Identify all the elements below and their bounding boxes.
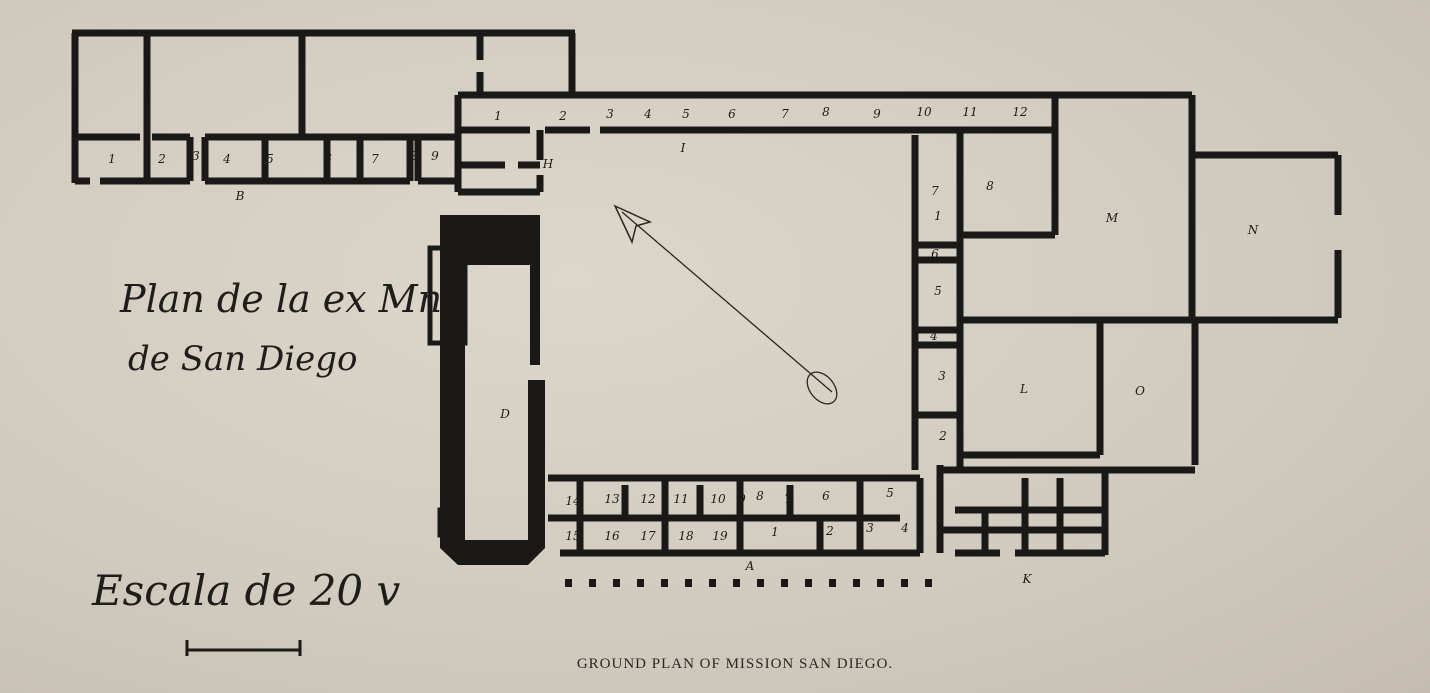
column-base	[805, 579, 812, 587]
column-base	[565, 579, 572, 587]
room-letter-label: A	[745, 559, 755, 573]
room-letter-label: N	[1247, 223, 1259, 237]
room-number-label: 7	[371, 152, 379, 166]
room-number-label: 6	[728, 107, 736, 121]
room-number-label: 5	[934, 284, 942, 298]
room-number-label: 11	[673, 492, 688, 506]
room-number-label: 9	[873, 107, 881, 121]
plan-title-line1: Plan de la ex Mn	[119, 277, 442, 321]
room-letter-label: D	[499, 407, 510, 421]
room-number-label: 15	[565, 529, 580, 543]
room-letter-label: E	[443, 286, 453, 300]
column-base	[613, 579, 620, 587]
scale-bar	[185, 640, 302, 656]
sacristy-room	[427, 245, 468, 346]
room-number-label: 1	[771, 525, 779, 539]
column-base	[901, 579, 908, 587]
room-letter-label: B	[235, 189, 245, 203]
room-number-label: 19	[712, 529, 728, 543]
column-base	[829, 579, 836, 587]
room-number-label: 12	[640, 492, 655, 506]
room-number-label: 4	[643, 107, 652, 121]
side-room	[437, 507, 463, 538]
room-number-label: 7	[931, 184, 939, 198]
church-building	[427, 215, 932, 587]
room-letter-label: I	[680, 141, 686, 155]
room-number-label: 9	[738, 492, 746, 506]
room-number-label: 2	[157, 152, 166, 166]
room-number-label: 2	[558, 109, 567, 123]
room-number-label: 6	[822, 489, 830, 503]
column-base	[637, 579, 644, 587]
column-base	[757, 579, 764, 587]
room-number-label: 11	[962, 105, 977, 119]
room-number-label: 8	[410, 149, 418, 163]
north-arrow	[613, 204, 838, 405]
room-number-label: 14	[565, 494, 580, 508]
room-number-label: 4	[929, 329, 938, 343]
room-number-label: 4	[222, 152, 231, 166]
scale-label: Escala de 20 v	[91, 566, 400, 615]
room-number-label: 10	[916, 105, 932, 119]
room-number-label: 5	[682, 107, 690, 121]
column-base	[661, 579, 668, 587]
column-base	[709, 579, 716, 587]
room-letter-label: O	[1135, 384, 1145, 398]
room-letter-label: L	[1019, 382, 1028, 396]
column-base	[925, 579, 932, 587]
room-number-label: 16	[604, 529, 620, 543]
room-number-label: 13	[604, 492, 620, 506]
room-letter-label: H	[542, 157, 554, 171]
room-number-label: 7	[781, 107, 789, 121]
column-base	[733, 579, 740, 587]
room-number-label: 12	[1012, 105, 1027, 119]
room-number-label: 5	[886, 486, 894, 500]
room-number-label: 4	[900, 521, 909, 535]
plan-title-line2: de San Diego	[128, 339, 357, 379]
room-number-label: 3	[606, 107, 614, 121]
plan-caption: GROUND PLAN OF MISSION SAN DIEGO.	[577, 656, 893, 672]
room-letter-label: P	[493, 236, 503, 250]
room-number-label: 3	[192, 149, 200, 163]
column-base	[589, 579, 596, 587]
room-number-label: 2	[825, 524, 834, 538]
room-number-label: 7	[784, 492, 792, 506]
walls	[71, 29, 1342, 557]
room-letter-label: K	[1022, 572, 1033, 586]
room-number-label: 6	[324, 152, 332, 166]
room-letter-label: G	[444, 515, 454, 529]
room-number-label: 10	[710, 492, 726, 506]
room-number-label: 8	[756, 489, 764, 503]
room-number-label: 5	[266, 152, 274, 166]
room-number-label: 3	[938, 369, 946, 383]
room-number-label: 1	[108, 152, 116, 166]
room-number-label: 9	[431, 149, 439, 163]
room-number-label: 6	[931, 247, 939, 261]
room-number-label: 1	[934, 209, 942, 223]
room-number-label: 18	[678, 529, 694, 543]
room-number-label: 17	[640, 529, 656, 543]
room-number-label: 8	[986, 179, 994, 193]
room-letter-label: C	[495, 542, 504, 556]
room-number-label: 3	[866, 521, 874, 535]
column-base	[853, 579, 860, 587]
column-base	[685, 579, 692, 587]
room-number-label: 1	[494, 109, 502, 123]
room-number-label: 8	[822, 105, 830, 119]
column-base	[781, 579, 788, 587]
column-base	[877, 579, 884, 587]
room-number-label: 2	[938, 429, 947, 443]
room-letter-label: M	[1105, 211, 1119, 225]
